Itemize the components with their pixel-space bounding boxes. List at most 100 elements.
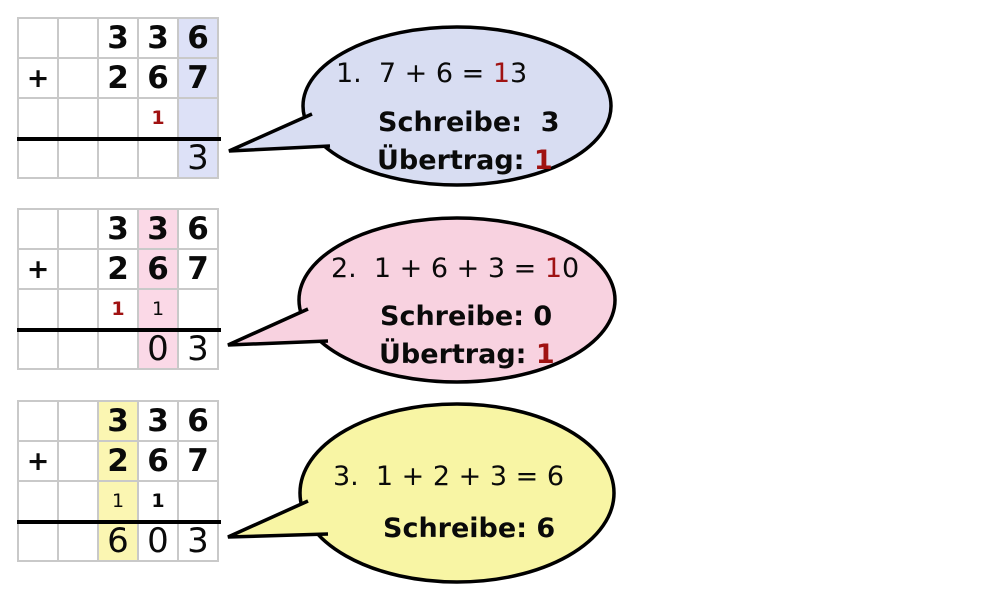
digit: 0 xyxy=(147,521,169,561)
grid-cell-r0c1 xyxy=(59,402,99,442)
grid-cell-r1c0: + xyxy=(19,59,59,99)
grid-cell-r3c4: 3 xyxy=(179,139,219,179)
digit: 6 xyxy=(147,59,169,96)
bubble1-equation: 1. 7 + 6 = 13 xyxy=(336,58,527,90)
grid-cell-r2c1 xyxy=(59,99,99,139)
digit: 6 xyxy=(147,250,169,287)
bubble2-ellipse xyxy=(297,216,617,384)
digit: 6 xyxy=(187,19,209,56)
grid-cell-r0c3: 3 xyxy=(139,210,179,250)
digit: 6 xyxy=(107,521,129,561)
digit: 1 xyxy=(151,106,165,129)
bubble1-uebertrag: Übertrag: 1 xyxy=(377,145,553,177)
speech-bubble-step1 xyxy=(228,25,613,187)
grid-cell-r3c2: 6 xyxy=(99,522,139,562)
digit: 3 xyxy=(147,210,169,247)
digit: 3 xyxy=(107,19,129,56)
sum-line-step1 xyxy=(17,137,221,141)
digit: 3 xyxy=(107,402,129,439)
digit: 1 xyxy=(151,489,165,512)
grid-cell-r3c3: 0 xyxy=(139,330,179,370)
grid-cell-r2c0 xyxy=(19,99,59,139)
bubble2-tail-pointer xyxy=(227,307,329,347)
grid-cell-r2c2: 1 xyxy=(99,482,139,522)
grid-cell-r3c1 xyxy=(59,330,99,370)
grid-cell-r0c3: 3 xyxy=(139,402,179,442)
grid-cell-r2c3: 1 xyxy=(139,99,179,139)
grid-cell-r0c2: 3 xyxy=(99,210,139,250)
grid-cell-r0c0 xyxy=(19,402,59,442)
grid-cell-r0c0 xyxy=(19,19,59,59)
grid-cell-r1c4: 7 xyxy=(179,442,219,482)
bubble1-tail-pointer xyxy=(228,112,331,153)
grid-cell-r0c1 xyxy=(59,210,99,250)
digit: + xyxy=(26,62,50,94)
digit: 7 xyxy=(187,442,209,479)
bubble3-ellipse xyxy=(298,402,616,584)
digit: 3 xyxy=(107,210,129,247)
sum-line-step2 xyxy=(17,328,221,332)
digit: 1 xyxy=(111,297,125,320)
digit: 2 xyxy=(107,250,129,287)
digit: 3 xyxy=(187,329,209,369)
grid-cell-r2c4 xyxy=(179,99,219,139)
grid-cell-r1c1 xyxy=(59,442,99,482)
bubble-text-part: Schreibe: 0 xyxy=(380,301,553,332)
digit: 6 xyxy=(187,210,209,247)
grid-cell-r0c4: 6 xyxy=(179,19,219,59)
bubble-text-part: 0 xyxy=(562,253,580,284)
grid-cell-r3c4: 3 xyxy=(179,522,219,562)
grid-cell-r2c3: 1 xyxy=(139,290,179,330)
bubble-text-part: 1. 7 + 6 = xyxy=(336,58,493,89)
bubble3-equation: 3. 1 + 2 + 3 = 6 xyxy=(333,461,564,493)
bubble-text-part: 2. 1 + 6 + 3 = xyxy=(331,253,545,284)
grid-cell-r3c1 xyxy=(59,139,99,179)
grid-cell-r1c0: + xyxy=(19,442,59,482)
grid-cell-r3c0 xyxy=(19,139,59,179)
digit: + xyxy=(26,445,50,477)
grid-cell-r1c2: 2 xyxy=(99,59,139,99)
bubble-text-part: 1 xyxy=(535,339,555,370)
speech-bubble-step2 xyxy=(227,216,617,384)
grid-cell-r2c2: 1 xyxy=(99,290,139,330)
grid-cell-r0c3: 3 xyxy=(139,19,179,59)
grid-cell-r3c0 xyxy=(19,330,59,370)
grid-cell-r2c1 xyxy=(59,482,99,522)
bubble-text-part: 3. 1 + 2 + 3 = 6 xyxy=(333,461,565,492)
grid-cell-r2c1 xyxy=(59,290,99,330)
grid-cell-r3c3: 0 xyxy=(139,522,179,562)
digit: 1 xyxy=(151,297,165,320)
digit: 7 xyxy=(187,59,209,96)
grid-cell-r0c4: 6 xyxy=(179,402,219,442)
grid-cell-r1c1 xyxy=(59,59,99,99)
grid-cell-r1c4: 7 xyxy=(179,59,219,99)
grid-cell-r1c3: 6 xyxy=(139,250,179,290)
grid-cell-r2c2 xyxy=(99,99,139,139)
grid-cell-r1c1 xyxy=(59,250,99,290)
grid-cell-r3c3 xyxy=(139,139,179,179)
grid-cell-r3c2 xyxy=(99,330,139,370)
digit: 3 xyxy=(187,138,209,178)
grid-cell-r1c3: 6 xyxy=(139,59,179,99)
grid-cell-r0c2: 3 xyxy=(99,402,139,442)
grid-cell-r1c0: + xyxy=(19,250,59,290)
bubble-text-part: Schreibe: 6 xyxy=(383,513,556,544)
bubble2-equation: 2. 1 + 6 + 3 = 10 xyxy=(331,253,579,285)
speech-bubble-step3 xyxy=(227,402,616,584)
digit: 2 xyxy=(107,59,129,96)
digit: 3 xyxy=(147,19,169,56)
digit: 6 xyxy=(147,442,169,479)
bubble3-tail-pointer xyxy=(227,499,329,539)
digit: 2 xyxy=(107,442,129,479)
grid-cell-r2c0 xyxy=(19,482,59,522)
grid-cell-r2c0 xyxy=(19,290,59,330)
bubble1-ellipse xyxy=(301,25,613,187)
grid-cell-r2c4 xyxy=(179,290,219,330)
grid-cell-r3c4: 3 xyxy=(179,330,219,370)
grid-cell-r0c4: 6 xyxy=(179,210,219,250)
bubble2-uebertrag: Übertrag: 1 xyxy=(379,339,555,371)
bubble-text-part: Übertrag: xyxy=(379,339,536,370)
sum-line-step3 xyxy=(17,520,221,524)
